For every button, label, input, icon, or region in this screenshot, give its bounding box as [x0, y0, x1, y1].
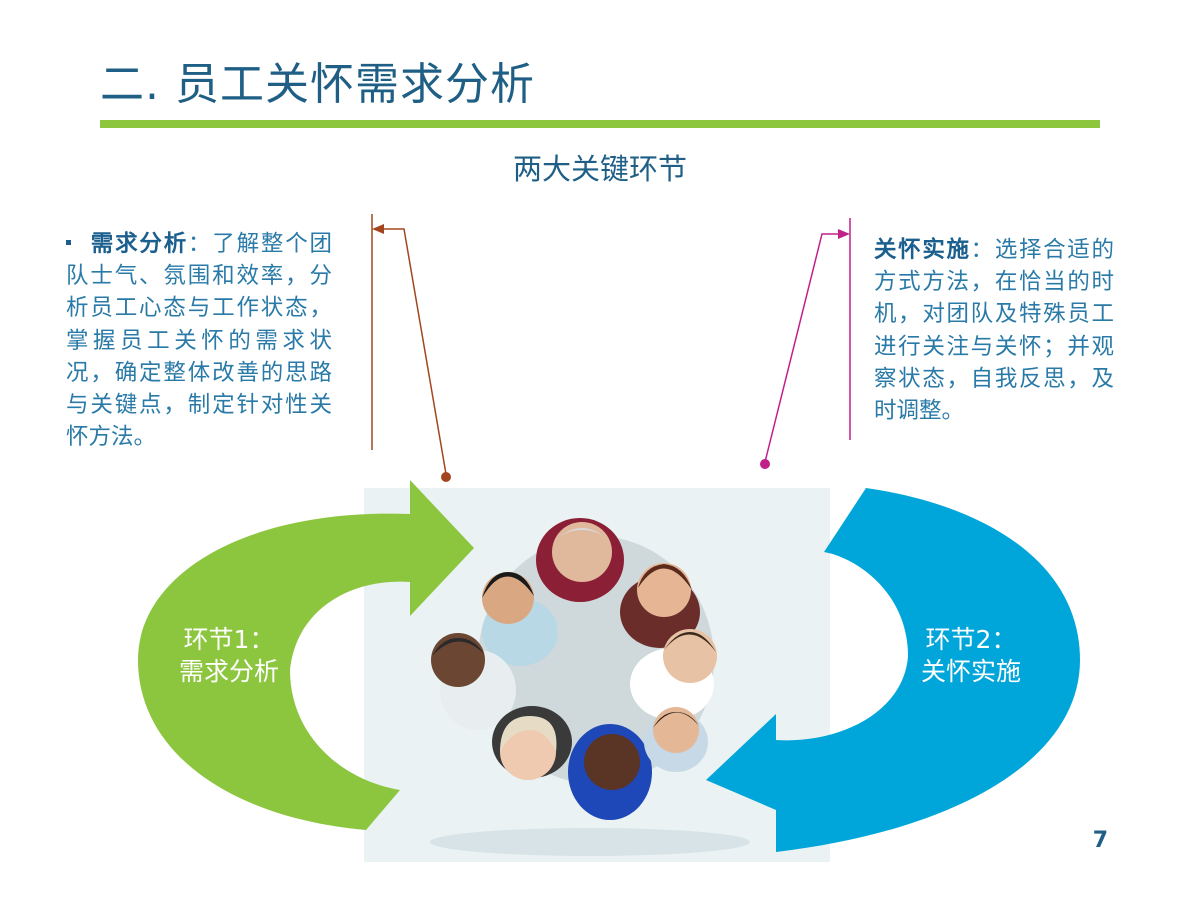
step2-name: 关怀实施 — [920, 657, 1021, 686]
care-implementation-text: ：选择合适的方式方法，在恰当的时机，对团队及特殊员工进行关注与关怀；并观察状态，… — [874, 237, 1114, 425]
step1-title: 环节1： — [183, 625, 275, 654]
demand-analysis-term: 需求分析 — [89, 231, 188, 257]
step2-title: 环节2： — [925, 625, 1017, 654]
page-title: 二. 员工关怀需求分析 — [100, 59, 535, 110]
demand-analysis-text: ：了解整个团队士气、氛围和效率，分析员工心态与工作状态，掌握员工关怀的需求状况，… — [66, 231, 332, 451]
page-number: 7 — [1092, 828, 1108, 853]
step1-name: 需求分析 — [178, 657, 279, 686]
section-subtitle: 两大关键环节 — [512, 152, 687, 186]
step1-label: 环节1： 需求分析 — [170, 624, 288, 688]
step2-label: 环节2： 关怀实施 — [912, 624, 1030, 688]
care-implementation-description: 关怀实施：选择合适的方式方法，在恰当的时机，对团队及特殊员工进行关注与关怀；并观… — [874, 234, 1114, 427]
title-underline — [100, 120, 1100, 128]
care-implementation-term: 关怀实施 — [874, 237, 971, 263]
bullet-icon — [66, 239, 71, 245]
blue-cycle-arrow — [706, 488, 1080, 852]
team-photo-icon — [364, 488, 830, 862]
right-connector — [760, 218, 851, 469]
demand-analysis-description: 需求分析：了解整个团队士气、氛围和效率，分析员工心态与工作状态，掌握员工关怀的需… — [66, 228, 332, 453]
left-connector — [371, 214, 451, 482]
green-cycle-arrow — [138, 480, 474, 830]
